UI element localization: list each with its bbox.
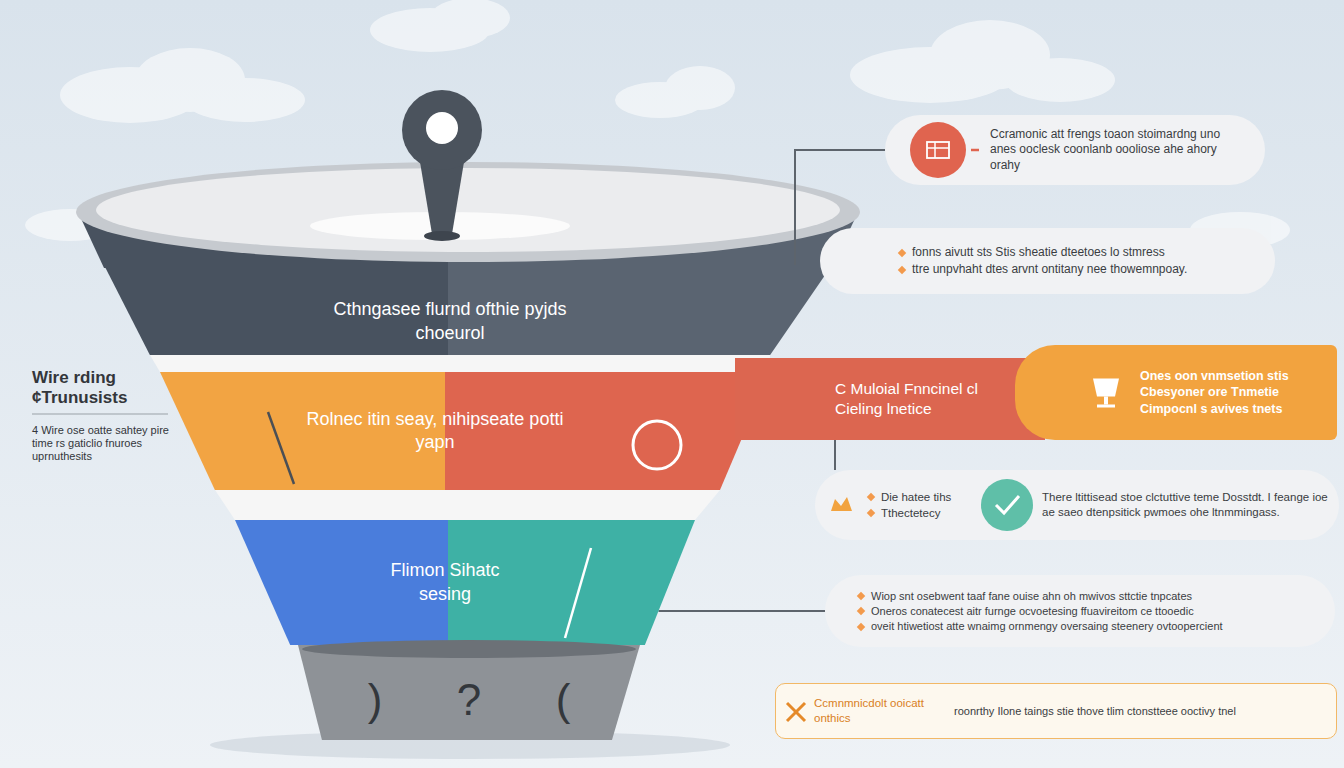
text-column: Rolnec itin seay, nihipseate potti yapn xyxy=(300,408,570,455)
leader-line xyxy=(658,610,825,612)
text-column: ( xyxy=(543,671,583,728)
stage-bar: C Muloial Fnncinel cl Cieling lnetice xyxy=(735,358,1045,440)
text-column: ) xyxy=(355,671,395,728)
text-column: Flimon Sihatc sesing xyxy=(370,559,520,606)
funnel-rim-inner xyxy=(96,168,840,252)
text-column: fonns aivutt sts Stis sheatie dteetoes l… xyxy=(898,244,1255,278)
location-pin xyxy=(402,90,482,241)
text-column: Ones oon vnmsetion stis Cbesyoner ore Tn… xyxy=(1140,368,1325,417)
side-heading: Wire rding ¢Trunusists xyxy=(32,368,172,409)
text-column: ? xyxy=(449,671,489,728)
node-text: C Muloial Fnncinel cl Cieling lnetice xyxy=(835,379,1000,419)
band-right xyxy=(445,372,770,490)
funnel-stripe xyxy=(150,355,770,372)
node-text: Flimon Sihatc sesing xyxy=(370,559,520,606)
node-text: Tthectetecy xyxy=(867,506,972,521)
funnel-band: Cthngasee flurnd ofthie pyjds choeurol xyxy=(104,265,832,355)
node-text: Die hatee tihs xyxy=(867,490,972,505)
node-text: Ccramonic att frengs toaon stoimardng un… xyxy=(990,127,1240,174)
node-text: Cthngasee flurnd ofthie pyjds choeurol xyxy=(300,298,600,345)
funnel-band: Flimon Sihatc sesing xyxy=(235,520,695,645)
leader-line xyxy=(834,440,836,470)
node-text: There ltittisead stoe clctuttive teme Do… xyxy=(1042,490,1332,520)
callout-box: fonns aivutt sts Stis sheatie dteetoes l… xyxy=(820,228,1275,294)
text-column: Ccramonic att frengs toaon stoimardng un… xyxy=(990,127,1240,174)
text-column: roonrthy Ilone taings stie thove tlim ct… xyxy=(954,704,1314,718)
base-rim xyxy=(302,640,636,658)
callout-box: Wiop snt osebwent taaf fane ouise ahn oh… xyxy=(825,575,1335,647)
node-text: Rolnec itin seay, nihipseate potti yapn xyxy=(300,408,570,455)
node-text: roonrthy Ilone taings stie thove tlim ct… xyxy=(954,704,1314,718)
side-note: 4 Wire ose oatte sahtey pire time rs gat… xyxy=(32,424,187,464)
text-column: Ccmnmnicdolt ooicatt onthics xyxy=(814,696,939,726)
tools-icon xyxy=(787,703,805,721)
funnel-rim xyxy=(76,162,860,262)
node-shape xyxy=(160,372,770,490)
check-icon xyxy=(831,479,1033,531)
text-column: Wiop snt osebwent taaf fane ouise ahn oh… xyxy=(857,588,1319,635)
node-text: Ones oon vnmsetion stis Cbesyoner ore Tn… xyxy=(1140,368,1325,417)
pen-stroke xyxy=(565,548,591,638)
node-shape xyxy=(735,358,1045,440)
cup-icon xyxy=(1093,379,1119,408)
callout-box: Ccramonic att frengs toaon stoimardng un… xyxy=(885,115,1265,185)
node-text: ) xyxy=(355,671,395,728)
node-text: ( xyxy=(543,671,583,728)
table-icon xyxy=(910,122,979,178)
node-text: fonns aivutt sts Stis sheatie dteetoes l… xyxy=(898,245,1255,261)
text-column: There ltittisead stoe clctuttive teme Do… xyxy=(1042,490,1332,520)
funnel-stripe xyxy=(215,490,720,520)
node-text: oveit htiwetiost atte wnaimg ornmengy ov… xyxy=(857,619,1319,633)
funnel-band: Rolnec itin seay, nihipseate potti yapn xyxy=(160,372,770,490)
band-left xyxy=(235,520,448,645)
funnel-base: )? ( xyxy=(298,645,640,740)
node-text: Wiop snt osebwent taaf fane ouise ahn oh… xyxy=(857,589,1319,603)
node-text: ? xyxy=(449,671,489,728)
band-right xyxy=(448,520,695,645)
callout-box: Die hatee tihsTthectetecy There ltittisea… xyxy=(815,470,1339,540)
callout-box: Ones oon vnmsetion stis Cbesyoner ore Tn… xyxy=(1015,345,1337,440)
ring-symbol xyxy=(633,421,681,469)
pointer-stroke xyxy=(268,412,294,484)
node-text: Oneros conatecest aitr furnge ocvoetesin… xyxy=(857,604,1319,618)
node-text: ttre unpvhaht dtes arvnt ontitany nee th… xyxy=(898,262,1255,278)
callout-box: Ccmnmnicdolt ooicatt onthics roonrthy Ilo… xyxy=(775,683,1337,739)
node-text: Ccmnmnicdolt ooicatt onthics xyxy=(814,696,939,726)
heading-rule xyxy=(32,413,168,414)
band-left xyxy=(160,372,445,490)
text-column: C Muloial Fnncinel cl Cieling lnetice xyxy=(835,379,1000,419)
band-right xyxy=(469,645,640,740)
text-column: Cthngasee flurnd ofthie pyjds choeurol xyxy=(300,298,600,345)
text-column: Die hatee tihsTthectetecy xyxy=(867,489,972,522)
node-shape xyxy=(235,520,695,645)
band-left xyxy=(298,645,469,740)
